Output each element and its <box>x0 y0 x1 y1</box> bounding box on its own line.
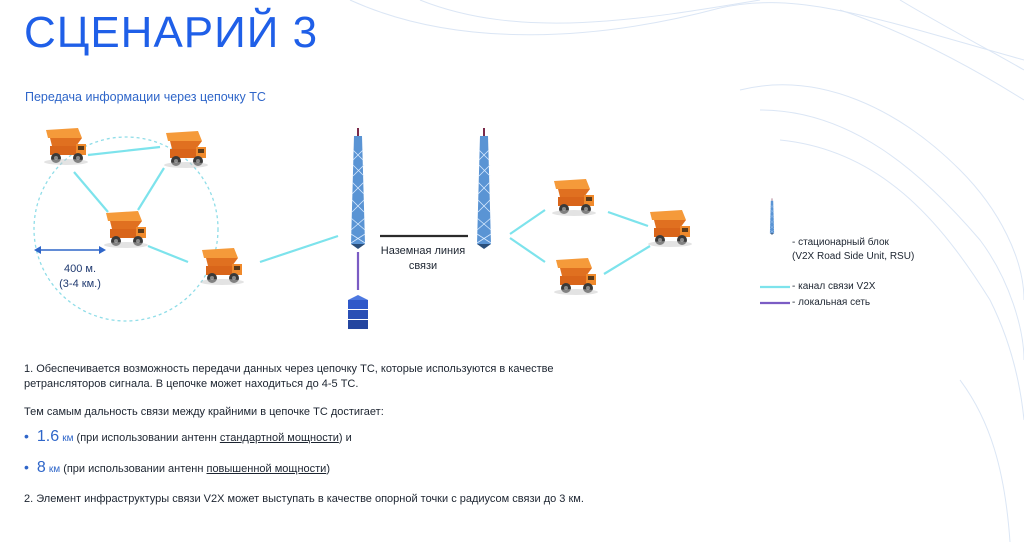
range-value: 8 <box>36 459 46 476</box>
bullet-dot: • <box>24 428 29 444</box>
paragraph-1-line2: ретрансляторов сигнала. В цепочке может … <box>24 378 359 390</box>
distance-label-line2: (3-4 км.) <box>59 278 101 290</box>
paragraph-2: Тем самым дальность связи между крайними… <box>24 406 384 418</box>
rsu-tower-right <box>476 127 492 250</box>
paragraph-3: 2. Элемент инфраструктуры связи V2X може… <box>24 493 584 505</box>
paragraph-1: 1. Обеспечивается возможность передачи д… <box>24 362 553 392</box>
ground-line-label-line2: связи <box>408 260 438 272</box>
bullet-high-power: • 8 км (при использовании антенн повышенн… <box>24 459 330 477</box>
truck-icon <box>552 179 596 216</box>
bullet-text: ) и <box>338 432 352 444</box>
rsu-tower-left <box>350 127 366 250</box>
range-arrow <box>34 246 106 254</box>
page-subtitle: Передача информации через цепочку ТС <box>25 90 266 104</box>
legend-rsu-line2: (V2X Road Side Unit, RSU) <box>792 251 915 262</box>
truck-icon <box>44 128 88 165</box>
v2x-links <box>73 145 790 289</box>
page-title: СЦЕНАРИЙ 3 <box>24 8 319 57</box>
ground-line-label-line1: Наземная линия <box>380 245 466 257</box>
legend-rsu: - стационарный блок (V2X Road Side Unit,… <box>792 236 914 264</box>
bullet-dot: • <box>24 459 29 475</box>
distance-label: 400 м. (3-4 км.) <box>40 262 120 292</box>
legend-v2x: - канал связи V2X <box>792 281 876 292</box>
legend-tower-icon <box>769 198 775 235</box>
server-icon <box>348 295 368 329</box>
truck-icon <box>104 211 148 248</box>
range-unit: км <box>48 464 61 475</box>
truck-icon <box>200 248 244 285</box>
truck-icon <box>554 258 598 295</box>
bullet-text: ) <box>326 463 330 475</box>
truck-icon <box>164 131 208 168</box>
range-value: 1.6 <box>36 428 60 445</box>
paragraph-1-line1: 1. Обеспечивается возможность передачи д… <box>24 363 554 375</box>
distance-label-line1: 400 м. <box>63 263 97 275</box>
high-power-link: повышенной мощности <box>206 463 327 475</box>
legend-rsu-line1: - стационарный блок <box>792 237 889 248</box>
truck-icon <box>648 210 692 247</box>
coverage-circle <box>33 136 219 322</box>
standard-power-link: стандартной мощности <box>219 432 339 444</box>
bullet-standard-power: • 1.6 км (при использовании антенн станда… <box>24 428 352 446</box>
bullet-text: (при использовании антенн <box>76 432 220 444</box>
ground-line-label: Наземная линия связи <box>368 244 478 274</box>
bullet-text: (при использовании антенн <box>63 463 207 475</box>
range-unit: км <box>62 433 74 444</box>
legend-local: - локальная сеть <box>792 297 871 308</box>
